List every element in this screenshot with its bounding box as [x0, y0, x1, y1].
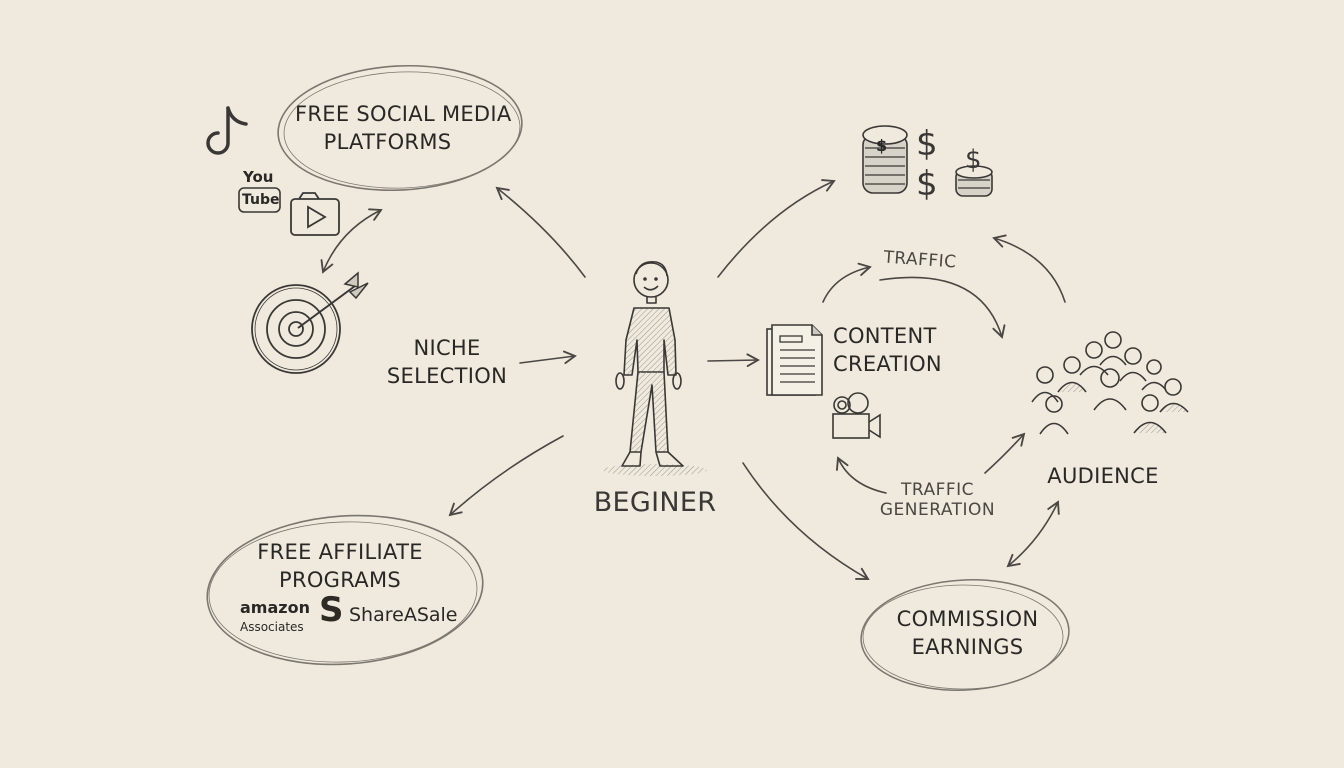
affiliate-label: FREE AFFILIATE PROGRAMS — [257, 540, 423, 592]
crowd-icon — [1031, 331, 1189, 435]
center-label: BEGINER — [593, 487, 717, 518]
niche-label: NICHE SELECTION — [386, 336, 508, 388]
commission-ellipse — [860, 579, 1070, 691]
commission-label: COMMISSION EARNINGS — [896, 607, 1039, 659]
arrow-to-social — [495, 186, 586, 278]
movie-camera-icon — [832, 392, 881, 439]
arrow-traffic-up — [822, 262, 872, 303]
youtube-icon — [238, 187, 281, 213]
money-stacks-icon — [862, 125, 993, 197]
youtube-label: You — [243, 168, 274, 186]
sharesale-logo: ShareASale — [349, 604, 458, 626]
dollar-sign-4: $ — [965, 145, 982, 175]
youtube-tube-label: Tube — [242, 192, 280, 208]
arrow-to-content — [707, 353, 760, 367]
arrow-audience-commission — [1006, 500, 1060, 568]
arrow-audience-money — [992, 234, 1066, 303]
tiktok-icon — [206, 106, 248, 155]
affiliate-ellipse — [206, 514, 484, 666]
arrow-traffic-down — [879, 276, 1006, 339]
social-label: FREE SOCIAL MEDIA PLATFORMS — [295, 102, 512, 154]
traffic-generation-label: TRAFFIC GENERATION — [879, 480, 996, 520]
dollar-sign-3: $ — [916, 164, 938, 204]
arrow-social-niche — [320, 208, 383, 274]
arrow-to-affiliate — [448, 435, 564, 517]
arrow-to-commission — [742, 462, 870, 580]
social-ellipse — [277, 64, 523, 192]
sharesale-mark-icon: S — [319, 590, 344, 630]
arrow-gen-back — [836, 456, 887, 494]
arrow-from-niche — [519, 350, 577, 365]
audience-label: AUDIENCE — [1047, 464, 1159, 488]
arrow-gen-audience — [984, 432, 1026, 474]
video-camera-icon — [290, 192, 340, 236]
amazon-logo: amazon — [240, 598, 310, 617]
amazon-associates-label: Associates — [240, 620, 304, 634]
arrow-to-money — [717, 179, 836, 278]
person-figure — [603, 260, 707, 476]
target-arrow-icon — [251, 271, 369, 374]
document-icon — [766, 324, 823, 396]
dollar-sign-1: $ — [876, 136, 888, 155]
content-label: CONTENT CREATION — [833, 324, 942, 376]
dollar-sign-2: $ — [916, 124, 938, 164]
